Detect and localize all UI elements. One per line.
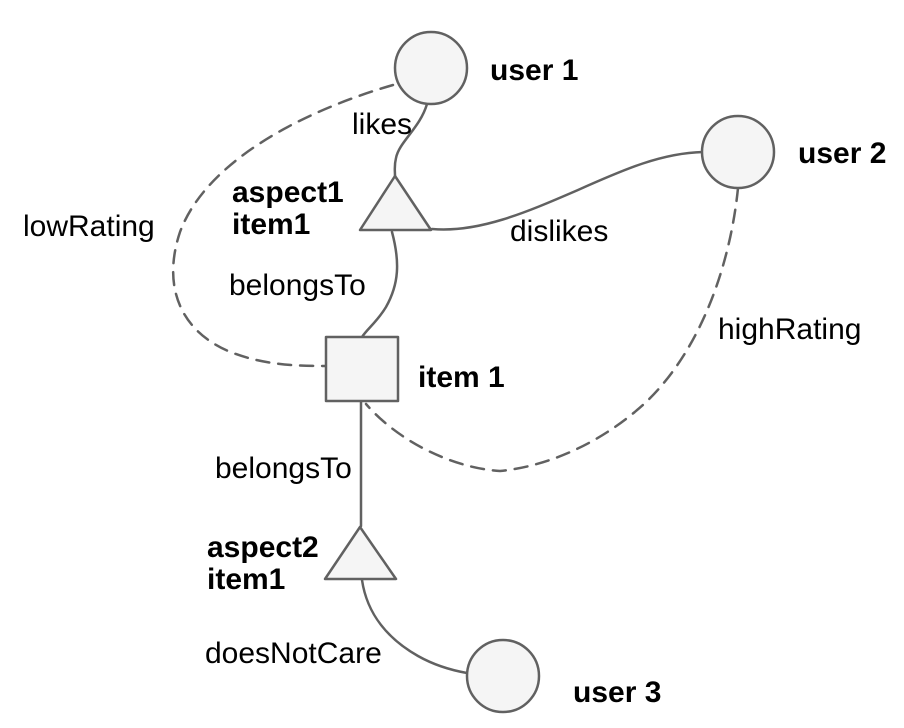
edge-label-dislikes: dislikes [510, 215, 608, 248]
label-user3: user 3 [573, 676, 661, 709]
node-aspect1-triangle [358, 174, 433, 232]
label-user1: user 1 [490, 54, 578, 87]
node-user3-circle [465, 638, 541, 714]
edge-label-doesnotcare: doesNotCare [205, 637, 382, 670]
node-user1-circle [393, 30, 469, 106]
node-item1-square [324, 335, 400, 403]
edge-highrating [364, 186, 740, 473]
edge-doesnotcare [360, 578, 469, 675]
edge-label-belongsto-top: belongsTo [229, 269, 366, 302]
node-user2-circle [700, 114, 776, 190]
edge-dislikes [430, 150, 705, 231]
label-aspect1-line2: item1 [232, 208, 310, 241]
edge-label-highrating: highRating [718, 313, 861, 346]
edge-label-lowrating: lowRating [23, 210, 155, 243]
node-aspect2-triangle [323, 525, 398, 581]
edge-likes [393, 102, 429, 178]
edge-label-likes: likes [352, 108, 412, 141]
edge-belongsto-aspect1 [360, 230, 399, 339]
label-aspect2-line1: aspect2 [207, 531, 319, 564]
label-item1: item 1 [418, 361, 505, 394]
edge-lowrating [171, 83, 395, 368]
edge-label-belongsto-bottom: belongsTo [215, 452, 352, 485]
label-aspect1-line1: aspect1 [232, 176, 344, 209]
label-user2: user 2 [798, 137, 886, 170]
label-aspect2-line2: item1 [207, 563, 285, 596]
